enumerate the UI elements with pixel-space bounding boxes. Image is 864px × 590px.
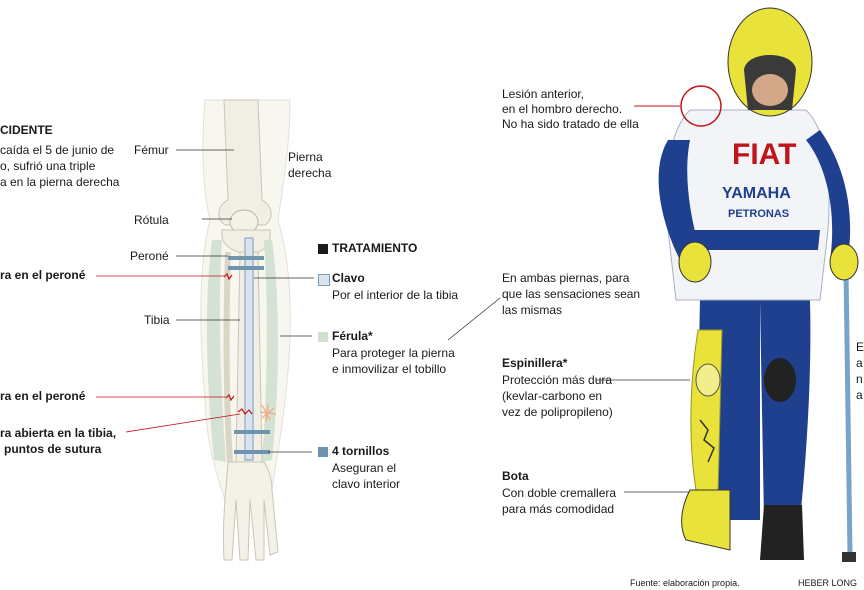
treatment-bullet	[318, 244, 328, 254]
belt-stripe	[690, 230, 820, 250]
accident-line-1: caída el 5 de junio de	[0, 143, 115, 157]
label-perone: Peroné	[130, 249, 169, 263]
shoulder-note-3: No ha sido tratado de ella	[502, 117, 639, 131]
knee-pad-left	[695, 363, 721, 397]
wound-mark	[259, 403, 277, 423]
shin-text-1: Protección más dura	[502, 373, 613, 387]
knee-pad-right	[764, 358, 796, 402]
leader-lines-red	[96, 275, 241, 433]
treatment-splint-title: Férula*	[332, 329, 373, 343]
edge-text-3: n	[856, 372, 863, 386]
shin-text-2: (kevlar-carbono en	[502, 389, 603, 403]
label-rotula: Rótula	[134, 213, 169, 227]
boot-text-1: Con doble cremallera	[502, 486, 617, 500]
accident-line-3: a en la pierna derecha	[0, 175, 120, 189]
splint-left	[206, 240, 226, 462]
right-boot	[760, 505, 804, 560]
fracture-label-3a: ra abierta en la tibia,	[0, 426, 117, 440]
foot-bones	[222, 461, 279, 561]
accident-line-2: o, sufrió una triple	[0, 159, 96, 173]
source-credit: Fuente: elaboración propia.	[630, 578, 740, 588]
shoulder-injury-circle	[680, 85, 722, 127]
leader-lines-left	[176, 149, 240, 321]
right-arm	[658, 140, 700, 260]
fracture-mark-2	[225, 393, 235, 402]
label-leg-1: Pierna	[288, 150, 323, 164]
crutch	[843, 269, 853, 556]
treatment-splint-text-1: Para proteger la pierna	[332, 346, 455, 360]
shoulder-note-1: Lesión anterior,	[502, 87, 585, 101]
screw-2	[228, 266, 264, 270]
edge-text-1: E	[856, 340, 864, 354]
fracture-label-2: ra en el peroné	[0, 389, 86, 403]
femur-bone	[218, 99, 272, 226]
shoulder-note-2: en el hombro derecho.	[502, 102, 623, 116]
screw-4	[234, 450, 270, 454]
treatment-nail-title: Clavo	[332, 271, 365, 285]
splint-swatch	[318, 332, 328, 342]
boot-text-2: para más comodidad	[502, 502, 615, 516]
leader-lines-treatment	[254, 277, 314, 453]
shin-text-3: vez de polipropileno)	[502, 405, 613, 419]
screw-swatch	[318, 447, 328, 457]
edge-text-4: a	[856, 388, 863, 402]
shin-guard-pattern	[699, 419, 715, 463]
nail-implant	[244, 237, 254, 461]
fracture-label-1: ra en el peroné	[0, 268, 86, 282]
author-credit: HEBER LONG	[798, 578, 858, 588]
right-leg	[760, 300, 811, 520]
treatment-screws-text-1: Aseguran el	[332, 461, 397, 475]
right-glove	[678, 241, 712, 283]
edge-text-2: a	[856, 356, 863, 370]
both-legs-note-3: las mismas	[502, 303, 563, 317]
treatment-screws-text-2: clavo interior	[332, 477, 401, 491]
treatment-splint-text-2: e inmovilizar el tobillo	[332, 362, 447, 376]
suit-brand-yamaha: YAMAHA	[722, 185, 791, 202]
treatment-heading: TRATAMIENTO	[332, 241, 418, 255]
screw-1	[228, 256, 264, 260]
left-glove	[829, 243, 859, 281]
rider-illustration	[658, 7, 859, 562]
accident-heading: CIDENTE	[0, 123, 53, 137]
face	[752, 74, 788, 106]
leg-illustration	[200, 99, 291, 561]
treatment-screws-title: 4 tornillos	[332, 444, 390, 458]
fracture-label-3b: puntos de sutura	[4, 442, 102, 456]
shin-guard	[690, 329, 723, 496]
label-leg-2: derecha	[288, 166, 332, 180]
screw-3	[234, 430, 270, 434]
suit-brand-fiat: FIAT	[732, 138, 797, 171]
label-femur: Fémur	[134, 143, 169, 157]
fracture-mark-3	[237, 408, 253, 415]
left-boot	[681, 489, 731, 551]
left-arm	[806, 130, 851, 270]
both-legs-note-1: En ambas piernas, para	[502, 271, 630, 285]
both-legs-arrow	[447, 297, 501, 341]
fracture-mark-1	[223, 272, 233, 281]
nail-swatch	[318, 274, 330, 286]
treatment-nail-text: Por el interior de la tibia	[332, 288, 459, 302]
boot-title: Bota	[502, 469, 529, 483]
splint-right	[262, 240, 278, 462]
fibula-bone	[223, 251, 233, 463]
label-tibia: Tibia	[144, 313, 170, 327]
both-legs-note-2: que las sensaciones sean	[502, 287, 641, 301]
shin-title: Espinillera*	[502, 356, 568, 370]
crutch-tip	[842, 552, 856, 562]
suit-brand-petronas: PETRONAS	[728, 208, 790, 220]
